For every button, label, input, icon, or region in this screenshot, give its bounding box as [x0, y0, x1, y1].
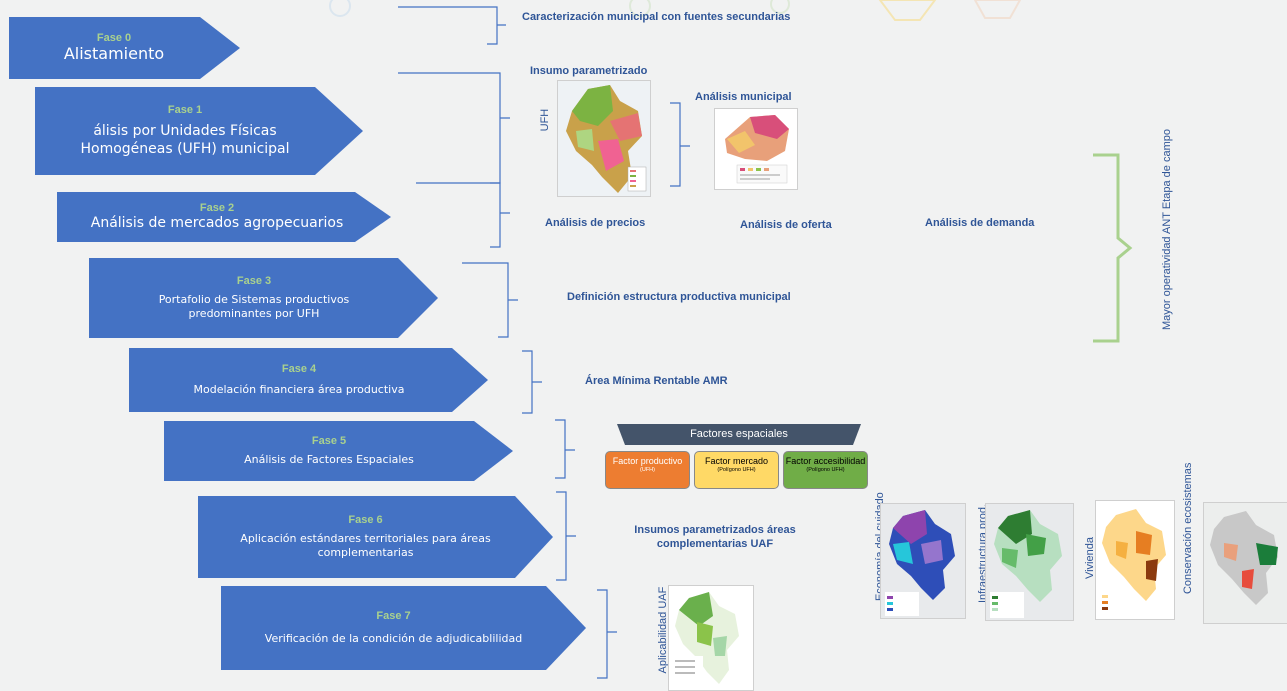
green-bracket — [1093, 153, 1133, 343]
conservacion-map-image — [1203, 502, 1287, 624]
output-fase-6: Insumos parametrizados áreas complementa… — [634, 524, 796, 550]
output-analisis-municipal: Análisis municipal — [695, 91, 792, 103]
output-analisis-precios: Análisis de precios — [545, 217, 646, 229]
factor-productivo: Factor productivo (UFH) — [605, 451, 690, 489]
output-insumo-parametrizado: Insumo parametrizado — [530, 65, 648, 77]
fase-7-label: Fase 7 — [376, 609, 411, 622]
fase-5-label: Fase 5 — [311, 434, 347, 447]
fase-0-title: Alistamiento — [63, 43, 165, 63]
factor-mercado: Factor mercado (Polígono UFH) — [694, 451, 779, 489]
fase-5-title: Análisis de Factores Espaciales — [244, 452, 414, 466]
fase-7-title: Verificación de la condición de adjudica… — [264, 631, 523, 645]
factors-header: Factores espaciales — [690, 428, 788, 440]
fase-6-label: Fase 6 — [348, 513, 383, 526]
cuidado-map-image — [880, 503, 966, 619]
factor-accesibilidad: Factor accesibilidad (Polígono UFH) — [783, 451, 868, 489]
municipal-map-image — [714, 108, 798, 190]
fase-3: Fase 3 Portafolio de Sistemas productivo… — [89, 258, 419, 338]
fase-2-label: Fase 2 — [199, 201, 235, 214]
fase-0: Fase 0 Alistamiento — [9, 17, 219, 79]
output-ufh: UFH — [538, 108, 551, 132]
map-label-conservacion: Conservación ecosistemas — [1181, 462, 1194, 595]
fase-3-label: Fase 3 — [236, 274, 272, 287]
fase-6-title: Aplicación estándares territoriales para… — [240, 531, 491, 559]
fase-4-shape — [129, 348, 488, 412]
output-analisis-oferta: Análisis de oferta — [740, 219, 832, 231]
fase-0-shape — [9, 17, 240, 79]
output-fase-0: Caracterización municipal con fuentes se… — [522, 11, 791, 23]
factor-mercado-name: Factor mercado — [704, 456, 769, 466]
factor-mercado-note: (Polígono UFH) — [717, 467, 756, 474]
fase-4: Fase 4 Modelación financiera área produc… — [129, 348, 469, 412]
fase-6: Fase 6 Aplicación estándares territorial… — [198, 496, 533, 578]
infra-map-image — [985, 503, 1074, 621]
fase-2-shape — [57, 192, 391, 242]
fase-4-title: Modelación financiera área productiva — [193, 382, 405, 396]
fase-3-title: Portafolio de Sistemas productivos predo… — [158, 292, 350, 320]
vivienda-map-image — [1095, 500, 1175, 620]
bracket-text: Mayor operatividad ANT Etapa de campo — [1161, 129, 1173, 330]
factors-header-shape — [617, 424, 861, 445]
output-analisis-demanda: Análisis de demanda — [925, 217, 1035, 229]
factor-productivo-name: Factor productivo — [612, 456, 683, 466]
fase-1-shape — [35, 87, 363, 175]
fase-1: Fase 1 álisis por Unidades Físicas Homog… — [35, 87, 335, 175]
fase-1-label: Fase 1 — [167, 103, 203, 116]
factor-productivo-note: (UFH) — [640, 467, 655, 474]
fase-5-shape — [164, 421, 513, 481]
fase-5: Fase 5 Análisis de Factores Espaciales — [164, 421, 494, 481]
aplicabilidad-map-image — [668, 585, 754, 691]
fase-6-shape — [198, 496, 553, 578]
fase-7: Fase 7 Verificación de la condición de a… — [221, 586, 566, 670]
fase-2: Fase 2 Análisis de mercados agropecuario… — [57, 192, 377, 242]
fase-3-shape — [89, 258, 438, 338]
fase-4-label: Fase 4 — [281, 362, 317, 375]
ufh-map-image — [557, 80, 651, 197]
fase-0-label: Fase 0 — [96, 31, 132, 44]
fase-1-title: álisis por Unidades Físicas Homogéneas (… — [80, 122, 290, 157]
fase-2-title: Análisis de mercados agropecuarios — [90, 214, 344, 231]
output-fase-4: Área Mínima Rentable AMR — [585, 375, 728, 387]
output-fase-3: Definición estructura productiva municip… — [567, 291, 791, 303]
factor-accesibilidad-note: (Polígono UFH) — [806, 467, 845, 474]
fase-7-shape — [221, 586, 586, 670]
factor-accesibilidad-name: Factor accesibilidad — [785, 456, 866, 466]
